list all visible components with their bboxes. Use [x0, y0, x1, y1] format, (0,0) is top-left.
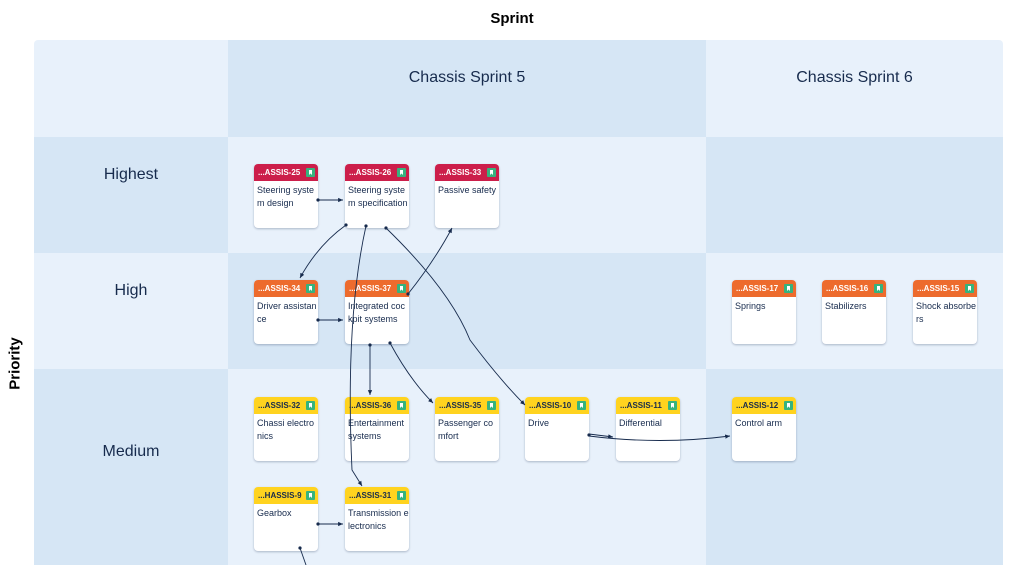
bookmark-icon	[577, 401, 586, 410]
issue-title: Chassi electronics	[257, 418, 315, 441]
issue-key[interactable]: ...ASSIS-17	[736, 284, 779, 293]
issue-title: Steering system design	[257, 185, 315, 208]
bookmark-icon	[306, 491, 315, 500]
link-endpoint	[316, 318, 320, 322]
column-header-sprint-6: Chassis Sprint 6	[796, 69, 913, 86]
issue-title: Drive	[528, 418, 550, 428]
issue-key[interactable]: ...ASSIS-15	[917, 284, 960, 293]
issue-key[interactable]: ...ASSIS-16	[826, 284, 869, 293]
grid-corner-cell	[34, 40, 228, 137]
row-header-medium: Medium	[102, 443, 160, 460]
link-endpoint	[384, 226, 388, 230]
issue-card[interactable]: ...ASSIS-26 Steering system specificatio…	[345, 164, 409, 228]
issue-card[interactable]: ...ASSIS-35 Passenger comfort	[435, 397, 499, 461]
issue-card[interactable]: ...ASSIS-12 Control arm	[732, 397, 796, 461]
issue-key[interactable]: ...ASSIS-25	[258, 168, 301, 177]
issue-title: Driver assistance	[257, 301, 317, 324]
issue-key[interactable]: ...ASSIS-31	[349, 491, 392, 500]
link-endpoint	[344, 223, 348, 227]
bookmark-icon	[397, 168, 406, 177]
cell-highest-sprint-6	[706, 137, 1003, 253]
issue-key[interactable]: ...ASSIS-37	[349, 284, 392, 293]
issue-title: Differential	[619, 418, 662, 428]
issue-title: Stabilizers	[825, 301, 867, 311]
bookmark-icon	[784, 401, 793, 410]
link-endpoint	[587, 433, 591, 437]
issue-card[interactable]: ...ASSIS-11 Differential	[616, 397, 680, 461]
issue-card[interactable]: ...ASSIS-32 Chassi electronics	[254, 397, 318, 461]
issue-card[interactable]: ...ASSIS-33 Passive safety	[435, 164, 499, 228]
issue-card[interactable]: ...ASSIS-36 Entertainment systems	[345, 397, 409, 461]
issue-key[interactable]: ...ASSIS-12	[736, 401, 779, 410]
bookmark-icon	[306, 168, 315, 177]
issue-key[interactable]: ...ASSIS-35	[439, 401, 482, 410]
link-endpoint	[316, 198, 320, 202]
bookmark-icon	[784, 284, 793, 293]
dependency-link	[299, 547, 307, 565]
issue-title: Passive safety	[438, 185, 497, 195]
issue-card[interactable]: ...ASSIS-25 Steering system design	[254, 164, 318, 228]
issue-key[interactable]: ...ASSIS-32	[258, 401, 301, 410]
link-endpoint	[368, 343, 372, 347]
issue-card[interactable]: ...ASSIS-15 Shock absorbers	[913, 280, 977, 344]
issue-title: Passenger comfort	[438, 418, 494, 441]
bookmark-icon	[965, 284, 974, 293]
issue-key[interactable]: ...ASSIS-10	[529, 401, 572, 410]
dependency-link	[407, 227, 453, 295]
dependency-link	[385, 227, 526, 406]
issue-title: Control arm	[735, 418, 783, 428]
column-header-band-sprint-5	[228, 40, 706, 137]
issue-key[interactable]: ...ASSIS-33	[439, 168, 482, 177]
issue-title: Steering system specification	[348, 185, 408, 208]
link-endpoint	[364, 224, 368, 228]
bookmark-icon	[397, 284, 406, 293]
issue-title: Transmission electronics	[348, 508, 409, 531]
row-header-band-medium	[34, 369, 228, 565]
bookmark-icon	[668, 401, 677, 410]
bookmark-icon	[306, 284, 315, 293]
issue-title: Gearbox	[257, 508, 292, 518]
dependency-link	[389, 342, 434, 404]
sprint-axis-title: Sprint	[490, 10, 534, 27]
issue-key[interactable]: ...ASSIS-11	[620, 401, 662, 410]
column-header-band-sprint-6	[706, 40, 1003, 137]
issue-key[interactable]: ...HASSIS-9	[258, 491, 302, 500]
bookmark-icon	[487, 168, 496, 177]
column-header-sprint-5: Chassis Sprint 5	[408, 69, 526, 86]
row-header-band-highest	[34, 137, 228, 253]
row-header-band-high	[34, 253, 228, 369]
issue-key[interactable]: ...ASSIS-26	[349, 168, 392, 177]
row-header-highest: Highest	[103, 166, 159, 183]
bookmark-icon	[397, 401, 406, 410]
link-endpoint	[406, 292, 410, 296]
issue-card[interactable]: ...ASSIS-17 Springs	[732, 280, 796, 344]
link-endpoint	[388, 341, 392, 345]
issue-title: Shock absorbers	[916, 301, 977, 324]
bookmark-icon	[874, 284, 883, 293]
issue-title: Springs	[735, 301, 766, 311]
issue-card[interactable]: ...ASSIS-16 Stabilizers	[822, 280, 886, 344]
issue-card[interactable]: ...ASSIS-31 Transmission electronics	[345, 487, 409, 551]
link-endpoint	[316, 522, 320, 526]
issue-card[interactable]: ...ASSIS-34 Driver assistance	[254, 280, 318, 344]
issue-card[interactable]: ...ASSIS-10 Drive	[525, 397, 589, 461]
issue-title: Entertainment systems	[348, 418, 405, 441]
bookmark-icon	[487, 401, 496, 410]
issue-key[interactable]: ...ASSIS-36	[349, 401, 392, 410]
issue-title: Integrated cockpit systems	[348, 301, 406, 324]
issue-card[interactable]: ...HASSIS-9 Gearbox	[254, 487, 318, 551]
dependency-link	[299, 224, 347, 279]
dependency-link	[349, 225, 367, 487]
bookmark-icon	[306, 401, 315, 410]
dependency-link	[588, 434, 731, 441]
bookmark-icon	[397, 491, 406, 500]
issue-key[interactable]: ...ASSIS-34	[258, 284, 301, 293]
link-endpoint	[298, 546, 302, 550]
dependency-link	[588, 433, 614, 439]
row-header-high: High	[114, 282, 148, 299]
